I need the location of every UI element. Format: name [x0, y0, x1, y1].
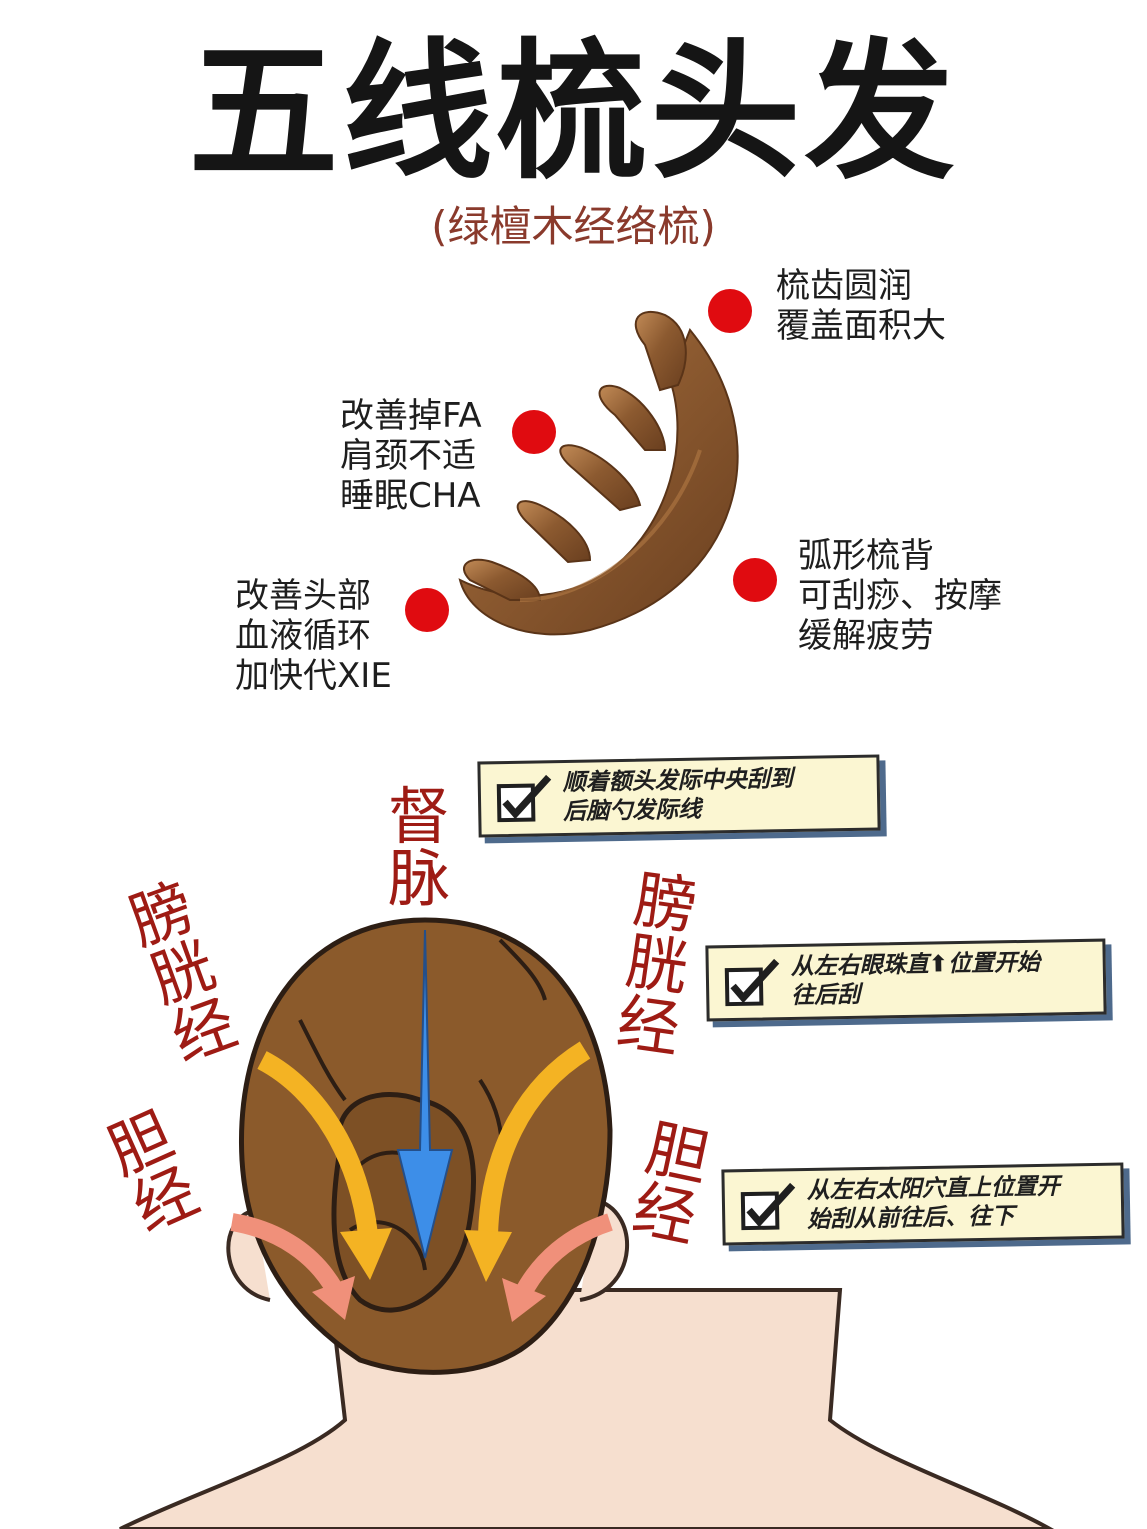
bladder-arrow-right: [478, 1041, 591, 1236]
page-title: 五线梳头发: [188, 26, 959, 200]
tip-line: 顺着额头发际中央刮到: [562, 766, 793, 797]
note-line: 梳齿圆润: [776, 266, 912, 306]
note-line: 缓解疲劳: [798, 616, 934, 656]
tip-bladder: 从左右眼珠直⬆位置开始 往后刮: [705, 938, 1107, 1022]
dot-handle: [405, 588, 449, 632]
tip-du: 顺着额头发际中央刮到 后脑勺发际线: [477, 754, 881, 838]
tip-line: 从左右眼珠直⬆位置开始: [790, 949, 1041, 981]
note-round-teeth: 梳齿圆润 覆盖面积大: [776, 266, 946, 346]
tip-line: 始刮从前往后、往下: [807, 1203, 1015, 1234]
bladder-arrow-left: [257, 1051, 378, 1237]
label-char: 脉: [387, 842, 450, 915]
note-line: 加快代XIE: [235, 656, 392, 696]
note-line: 改善掉FA: [340, 396, 482, 436]
check-icon: [740, 1182, 796, 1231]
du-arrow: [396, 929, 454, 1259]
tip-line: 后脑勺发际线: [563, 796, 702, 826]
tip-line: 从左右太阳穴直上位置开: [806, 1173, 1060, 1205]
note-line: 肩颈不适: [340, 436, 476, 476]
note-line: 改善头部: [235, 576, 371, 616]
note-line: 弧形梳背: [798, 536, 934, 576]
gallbladder-arrow-right: [513, 1213, 613, 1300]
note-line: 覆盖面积大: [776, 306, 946, 346]
label-char: 经: [626, 1171, 703, 1256]
note-circulation: 改善头部 血液循环 加快代XIE: [235, 576, 392, 696]
page-subtitle: (绿檀木经络梳): [431, 202, 716, 251]
tip-gallbladder: 从左右太阳穴直上位置开 始刮从前往后、往下: [721, 1162, 1125, 1246]
dot-back: [733, 558, 777, 602]
check-icon: [496, 774, 552, 823]
check-icon: [724, 958, 780, 1007]
note-line: 可刮痧、按摩: [798, 576, 1002, 616]
dot-teeth-mid: [512, 410, 556, 454]
label-char: 督: [387, 780, 450, 853]
tip-line: 往后刮: [791, 981, 861, 1010]
note-arc-back: 弧形梳背 可刮痧、按摩 缓解疲劳: [798, 536, 1002, 656]
note-line: 血液循环: [235, 616, 371, 656]
note-hair-loss: 改善掉FA 肩颈不适 睡眠CHA: [340, 396, 482, 516]
gallbladder-arrow-left: [230, 1213, 343, 1295]
dot-teeth: [708, 289, 752, 333]
comb-illustration: [458, 310, 739, 636]
label-char: 经: [612, 985, 685, 1067]
label-du-meridian: 督 脉: [384, 786, 454, 910]
note-line: 睡眠CHA: [340, 476, 481, 516]
